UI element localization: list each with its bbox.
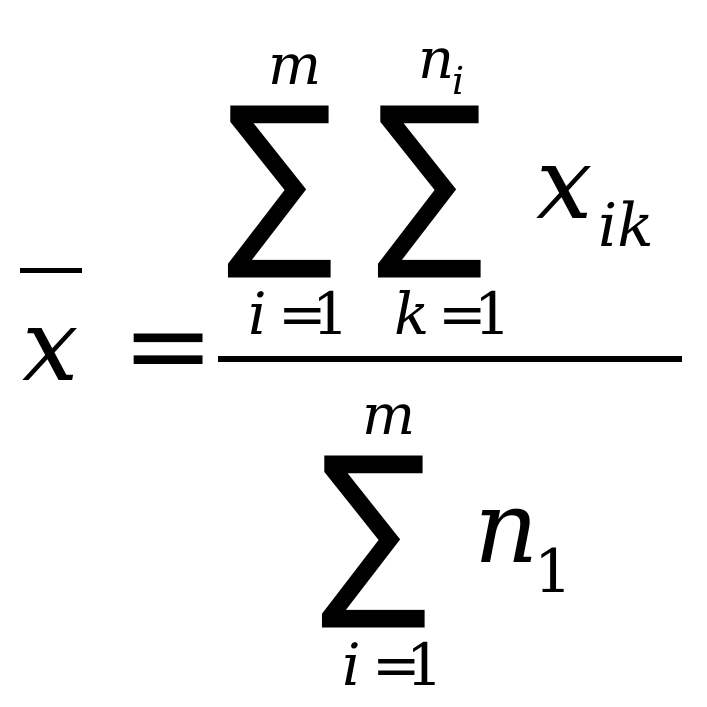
outer-sum-upper-limit: m: [268, 33, 322, 98]
inner-sum-sigma: ∑: [376, 65, 484, 287]
inner-sum-lower-var: k: [394, 280, 430, 348]
denominator-sum-lower-eq: =: [372, 631, 421, 699]
denominator-term-subscript: 1: [534, 537, 573, 607]
denominator-sum-lower-var: i: [342, 631, 361, 699]
equals-sign: =: [122, 281, 215, 409]
outer-sum-lower-eq: =: [278, 280, 327, 348]
mean-variable: x: [22, 287, 79, 404]
denominator-sum-upper-limit: m: [362, 383, 416, 448]
outer-sum-lower-val: 1: [312, 280, 349, 348]
inner-sum-upper-sub: i: [452, 59, 465, 103]
summand-base: x: [536, 125, 593, 242]
denominator-term-base: n: [474, 469, 539, 586]
fraction-bar: [218, 356, 682, 362]
denominator-sum-lower-val: 1: [406, 631, 443, 699]
inner-sum-upper-base: n: [418, 27, 455, 92]
summand-subscript: ik: [598, 191, 654, 261]
inner-sum-lower-val: 1: [474, 280, 511, 348]
outer-sum-lower-var: i: [248, 280, 267, 348]
inner-sum-lower-eq: =: [438, 280, 487, 348]
overline-bar: [20, 268, 82, 273]
denominator-sum-sigma: ∑: [320, 415, 428, 637]
outer-sum-sigma: ∑: [226, 65, 334, 287]
